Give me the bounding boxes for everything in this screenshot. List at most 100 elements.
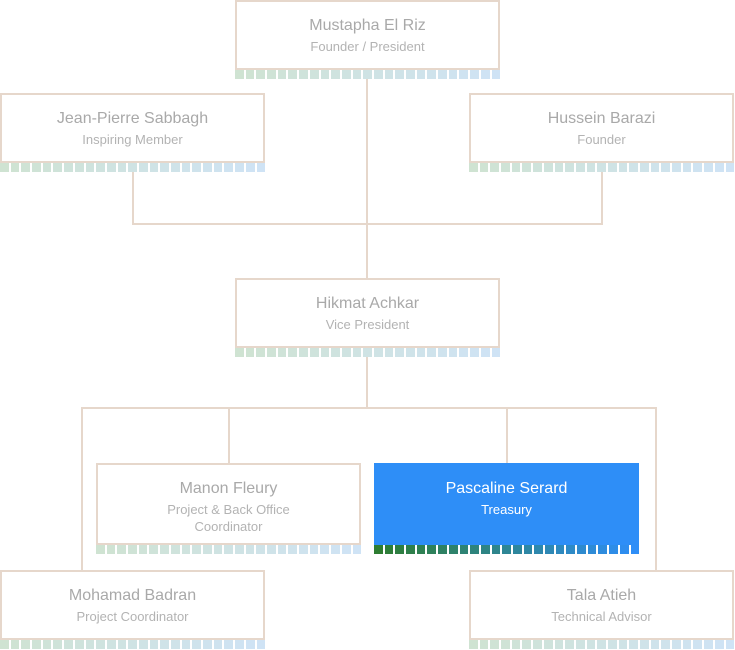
org-node-tala[interactable]: Tala Atieh Technical Advisor (469, 570, 735, 649)
strip-segment (586, 163, 596, 172)
strip-segment (299, 545, 308, 554)
strip-segment (32, 640, 41, 649)
strip-segment (469, 163, 478, 172)
strip-segment (607, 640, 617, 649)
org-node-jean-pierre[interactable]: Jean-Pierre Sabbagh Inspiring Member (0, 93, 266, 172)
org-node-pascaline[interactable]: Pascaline Serard Treasury (374, 463, 640, 554)
strip-segment (256, 640, 266, 649)
strip-segment (629, 163, 638, 172)
strip-segment (267, 545, 276, 554)
strip-segment (630, 545, 640, 554)
connector-line (81, 407, 83, 571)
connector-line (601, 170, 603, 224)
strip-segment (160, 640, 169, 649)
strip-segment (618, 163, 628, 172)
strip-segment (267, 348, 276, 357)
strip-segment (545, 545, 554, 554)
strip-segment (171, 640, 180, 649)
strip-segment (480, 348, 490, 357)
strip-segment (650, 640, 660, 649)
strip-segment (42, 163, 52, 172)
strip-segment (704, 640, 713, 649)
strip-segment (106, 163, 116, 172)
strip-segment (490, 640, 500, 649)
strip-segment (587, 545, 597, 554)
connector-line (366, 356, 368, 408)
strip-segment (554, 640, 564, 649)
strip-segment (267, 70, 276, 79)
strip-segment (522, 640, 532, 649)
strip-segment (363, 348, 372, 357)
strip-segment (85, 163, 95, 172)
strip-segment (160, 163, 169, 172)
strip-segment (470, 348, 479, 357)
strip-segment (714, 163, 724, 172)
strip-segment (288, 348, 298, 357)
strip-segment (192, 545, 201, 554)
org-node-manon[interactable]: Manon Fleury Project & Back Office Coord… (96, 463, 362, 554)
strip-segment (149, 163, 159, 172)
strip-segment (438, 70, 447, 79)
strip-segment (438, 348, 447, 357)
strip-segment (374, 545, 383, 554)
strip-segment (384, 70, 394, 79)
strip-segment (618, 640, 628, 649)
strip-segment (565, 163, 574, 172)
strip-segment (277, 545, 287, 554)
strip-segment (309, 545, 319, 554)
strip-segment (331, 348, 340, 357)
strip-segment (501, 640, 510, 649)
strip-segment (586, 640, 596, 649)
strip-segment (235, 70, 244, 79)
org-node-mustapha[interactable]: Mustapha El Riz Founder / President (235, 0, 501, 79)
strip-segment (511, 163, 521, 172)
strip-segment (21, 163, 31, 172)
strip-segment (245, 640, 255, 649)
strip-segment (149, 640, 159, 649)
strip-segment (277, 348, 287, 357)
strip-segment (512, 545, 522, 554)
strip-segment (448, 348, 458, 357)
connector-line (228, 407, 230, 463)
node-color-strip (469, 163, 735, 172)
strip-segment (480, 545, 490, 554)
strip-segment (554, 163, 564, 172)
strip-segment (597, 640, 606, 649)
node-name: Mustapha El Riz (309, 17, 426, 34)
connector-line (655, 407, 657, 571)
node-color-strip (374, 545, 640, 554)
strip-segment (597, 163, 606, 172)
node-role: Technical Advisor (551, 609, 652, 624)
strip-segment (202, 545, 212, 554)
strip-segment (352, 545, 362, 554)
org-node-mohamad[interactable]: Mohamad Badran Project Coordinator (0, 570, 266, 649)
strip-segment (384, 545, 394, 554)
strip-segment (395, 545, 405, 554)
strip-segment (523, 545, 533, 554)
strip-segment (96, 545, 105, 554)
org-node-hussein[interactable]: Hussein Barazi Founder (469, 93, 735, 172)
strip-segment (234, 545, 244, 554)
strip-segment (288, 70, 298, 79)
connector-line (132, 170, 134, 224)
org-node-hikmat[interactable]: Hikmat Achkar Vice President (235, 278, 501, 357)
strip-segment (693, 640, 703, 649)
strip-segment (213, 163, 223, 172)
strip-segment (64, 163, 73, 172)
strip-segment (235, 163, 244, 172)
strip-segment (704, 163, 713, 172)
strip-segment (470, 545, 479, 554)
strip-segment (672, 640, 681, 649)
strip-segment (213, 640, 223, 649)
strip-segment (85, 640, 95, 649)
connector-line (506, 407, 508, 463)
strip-segment (149, 545, 159, 554)
strip-segment (725, 640, 735, 649)
node-name: Mohamad Badran (68, 587, 197, 604)
strip-segment (341, 70, 351, 79)
strip-segment (672, 163, 681, 172)
strip-segment (693, 163, 703, 172)
strip-segment (320, 348, 330, 357)
strip-segment (352, 70, 362, 79)
strip-segment (363, 70, 372, 79)
